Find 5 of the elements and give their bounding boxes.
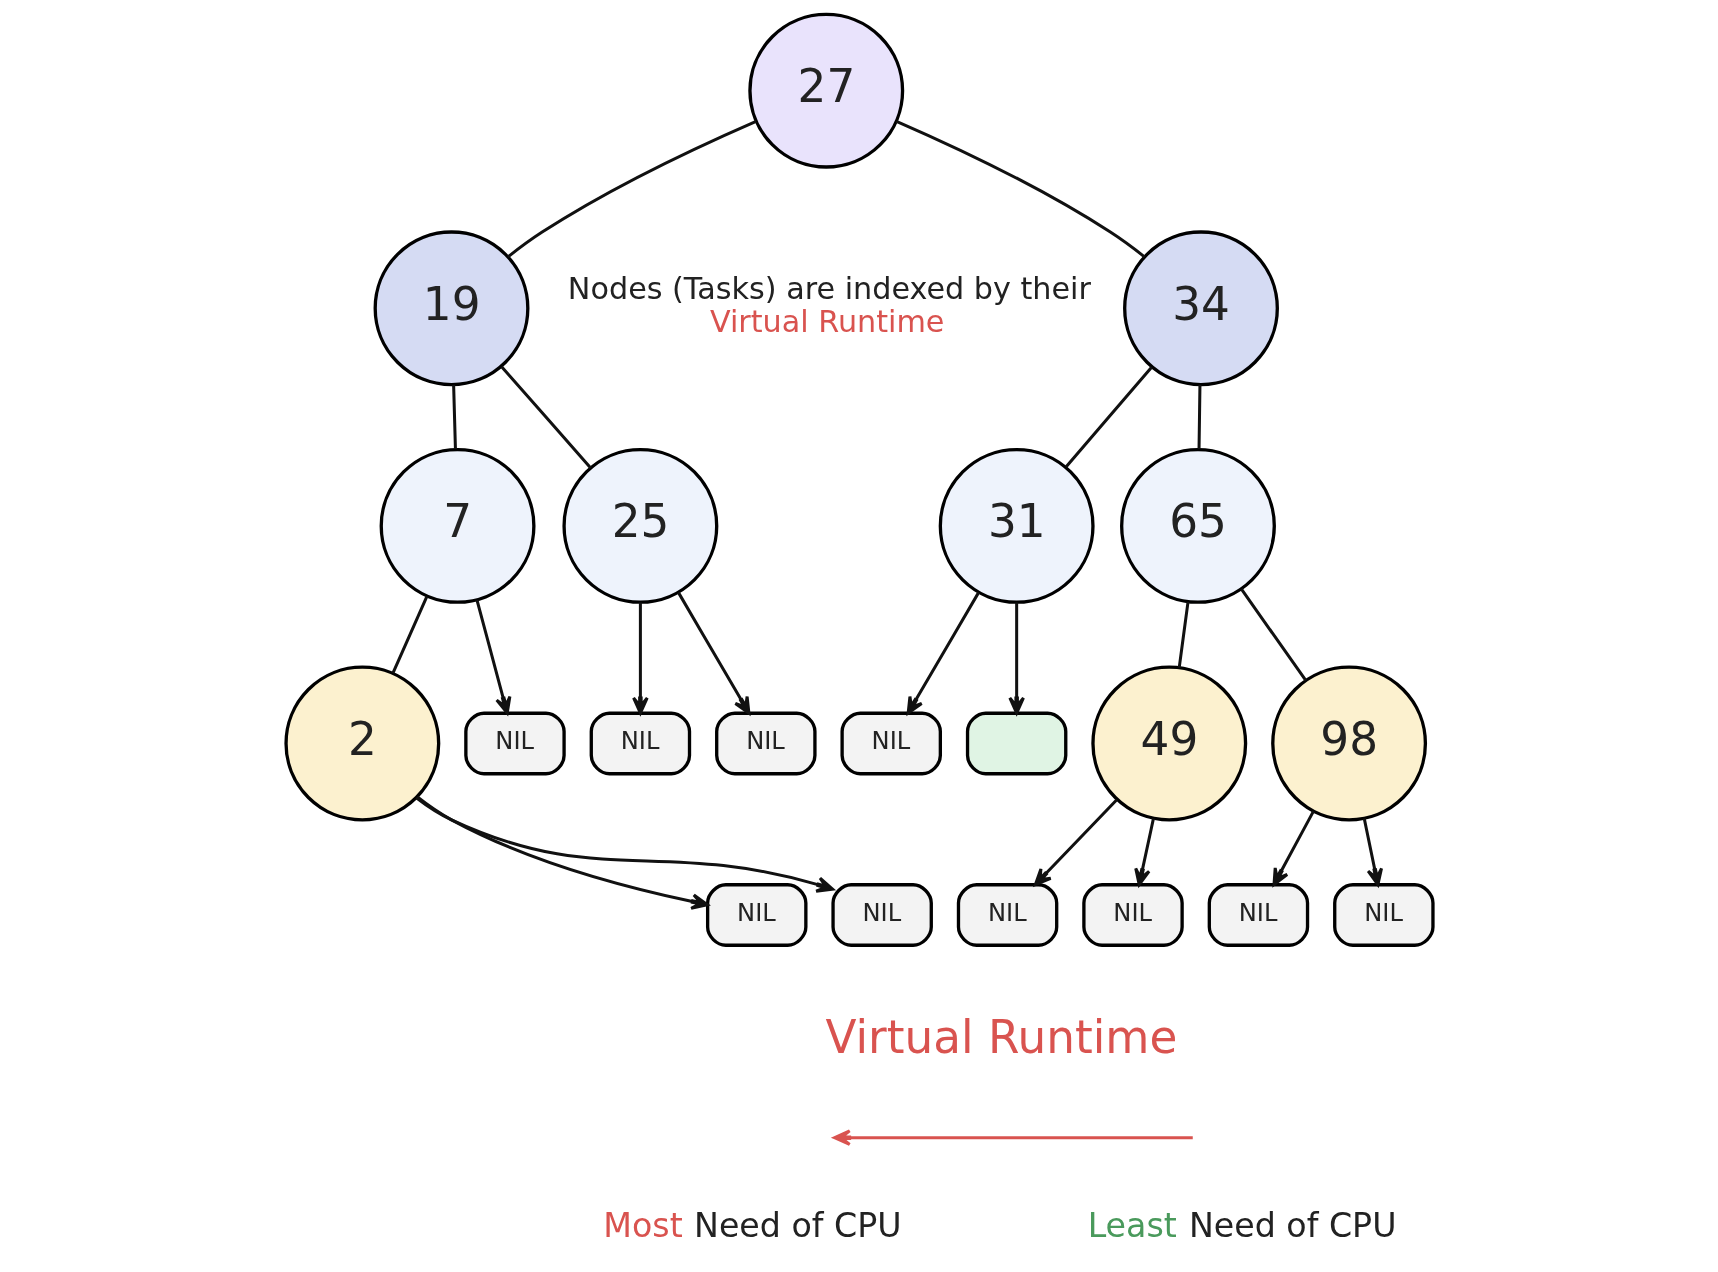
label: Least Need of CPU <box>1087 1206 1397 1246</box>
label: Virtual Runtime <box>709 304 944 340</box>
label: Virtual Runtime <box>825 1010 1177 1064</box>
label: Nodes (Tasks) are indexed by their <box>567 271 1091 307</box>
label: Most Need of CPU <box>602 1206 902 1246</box>
